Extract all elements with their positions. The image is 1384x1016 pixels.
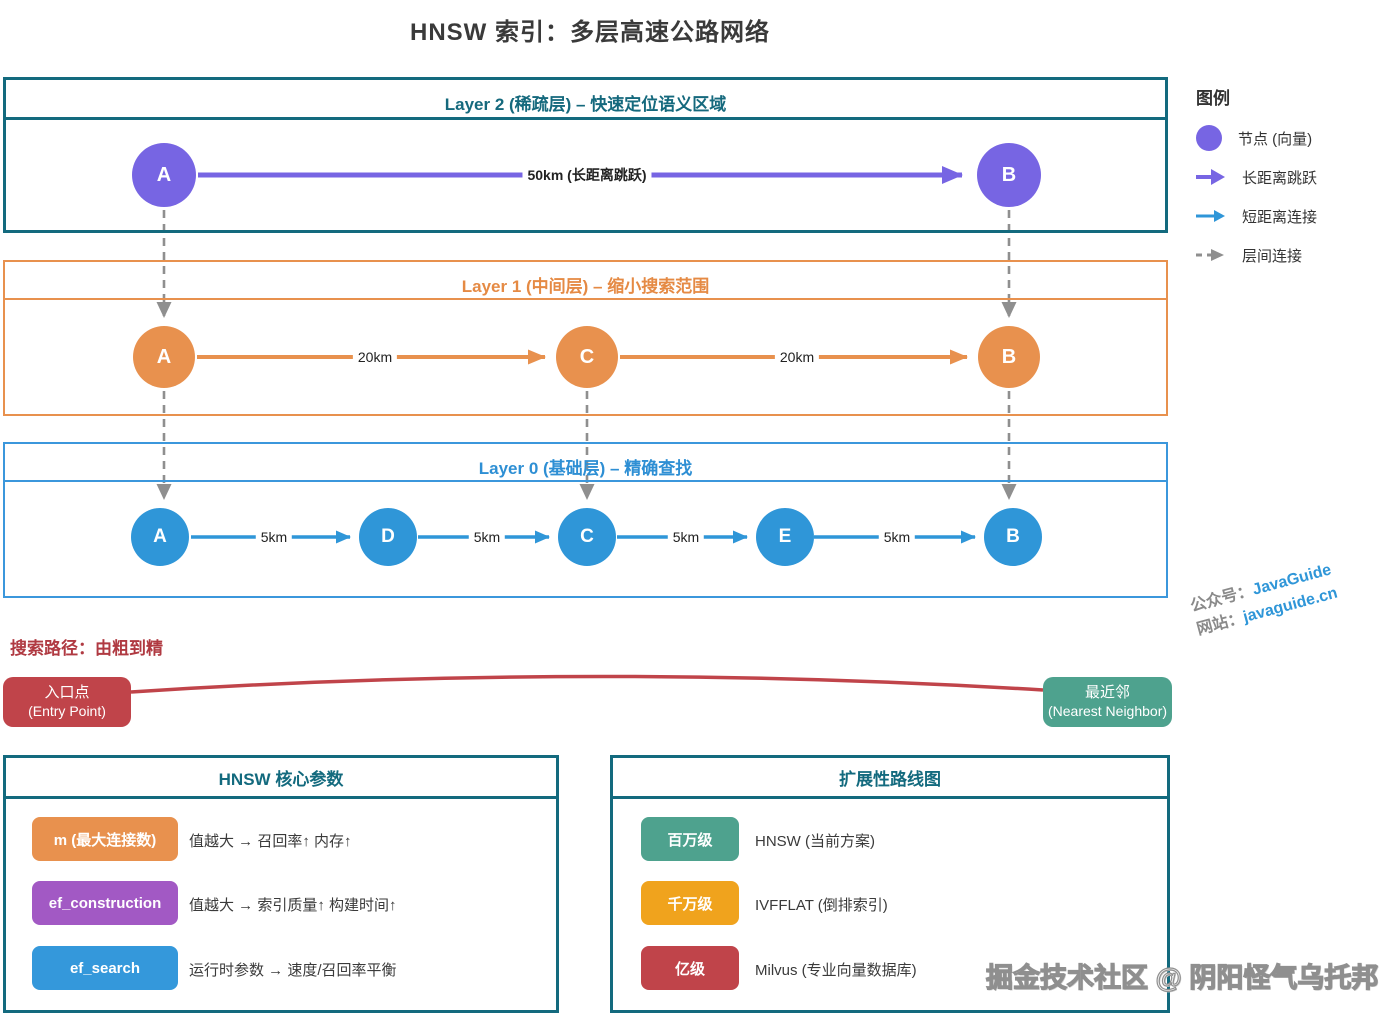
legend-item-label: 层间连接 bbox=[1242, 247, 1303, 265]
page-title: HNSW 索引：多层高速公路网络 bbox=[410, 19, 770, 46]
node-layer1-b: B bbox=[978, 326, 1040, 388]
legend-item-label: 长距离跳跃 bbox=[1242, 169, 1318, 187]
nearest-neighbor-box: 最近邻 (Nearest Neighbor) bbox=[1043, 677, 1172, 727]
params-panel-title: HNSW 核心参数 bbox=[6, 758, 556, 799]
entry-point-label-cn: 入口点 bbox=[44, 683, 90, 701]
node-layer0-c: C bbox=[558, 508, 616, 566]
edge-label-5km-2: 5km bbox=[468, 529, 506, 545]
search-path-title: 搜索路径：由粗到精 bbox=[10, 639, 163, 658]
edge-label-5km-3: 5km bbox=[667, 529, 705, 545]
search-path-curve bbox=[130, 674, 1044, 694]
long-jump-arrow-icon bbox=[1196, 169, 1225, 185]
entry-point-label-en: (Entry Point) bbox=[28, 702, 106, 719]
edge-label-5km-4: 5km bbox=[878, 529, 916, 545]
roadmap-badge-million: 百万级 bbox=[641, 817, 739, 861]
interlayer-dashed-arrow-icon bbox=[1196, 249, 1224, 261]
layer2-title: Layer 2 (稀疏层) – 快速定位语义区域 bbox=[6, 80, 1165, 120]
legend-title: 图例 bbox=[1196, 89, 1230, 108]
param-desc-m: 值越大 → 召回率↑ 内存↑ bbox=[189, 833, 352, 850]
node-dot-icon bbox=[1196, 125, 1222, 151]
layer1-box: Layer 1 (中间层) – 缩小搜索范围 bbox=[3, 260, 1168, 416]
roadmap-panel-title: 扩展性路线图 bbox=[613, 758, 1167, 799]
node-layer1-a: A bbox=[133, 326, 195, 388]
roadmap-desc-ten-million: IVFFLAT (倒排索引) bbox=[755, 897, 888, 914]
param-badge-ef-search: ef_search bbox=[32, 946, 178, 990]
nearest-neighbor-label-en: (Nearest Neighbor) bbox=[1047, 702, 1168, 719]
javaguide-watermark: 公众号：JavaGuide 网站：javaguide.cn bbox=[1188, 558, 1340, 642]
roadmap-badge-hundred-million: 亿级 bbox=[641, 946, 739, 990]
node-layer0-e: E bbox=[756, 508, 814, 566]
node-layer2-b: B bbox=[977, 143, 1041, 207]
legend-item-label: 短距离连接 bbox=[1242, 208, 1318, 226]
param-desc-ef-search: 运行时参数 → 速度/召回率平衡 bbox=[189, 962, 397, 979]
legend-item-label: 节点 (向量) bbox=[1238, 130, 1313, 148]
nearest-neighbor-label-cn: 最近邻 bbox=[1084, 683, 1130, 701]
layer0-box: Layer 0 (基础层) – 精确查找 bbox=[3, 442, 1168, 598]
juejin-watermark: 掘金技术社区 @ 阴阳怪气乌托邦 bbox=[985, 962, 1379, 993]
node-layer2-a: A bbox=[132, 143, 196, 207]
node-layer1-c: C bbox=[556, 326, 618, 388]
params-panel: HNSW 核心参数 m (最大连接数) 值越大 → 召回率↑ 内存↑ ef_co… bbox=[3, 755, 559, 1013]
legend-item-short-link: 短距离连接 bbox=[1196, 202, 1317, 230]
legend-item-node: 节点 (向量) bbox=[1196, 124, 1312, 152]
legend: 图例 节点 (向量) 长距离跳跃 短距离连接 层间连接 bbox=[1196, 84, 1381, 265]
legend-item-long-jump: 长距离跳跃 bbox=[1196, 163, 1317, 191]
edge-label-50km: 50km (长距离跳跃) bbox=[522, 165, 652, 185]
layer2-box: Layer 2 (稀疏层) – 快速定位语义区域 bbox=[3, 77, 1168, 233]
param-badge-m: m (最大连接数) bbox=[32, 817, 178, 861]
node-layer0-b: B bbox=[984, 508, 1042, 566]
roadmap-badge-ten-million: 千万级 bbox=[641, 881, 739, 925]
edge-label-20km-1: 20km bbox=[352, 349, 398, 365]
roadmap-desc-hundred-million: Milvus (专业向量数据库) bbox=[755, 962, 917, 979]
layer0-title: Layer 0 (基础层) – 精确查找 bbox=[5, 444, 1166, 482]
node-layer0-a: A bbox=[131, 508, 189, 566]
param-desc-ef-construction: 值越大 → 索引质量↑ 构建时间↑ bbox=[189, 897, 397, 914]
entry-point-box: 入口点 (Entry Point) bbox=[3, 677, 131, 727]
legend-item-interlayer: 层间连接 bbox=[1196, 241, 1302, 269]
param-badge-ef-construction: ef_construction bbox=[32, 881, 178, 925]
roadmap-desc-million: HNSW (当前方案) bbox=[755, 833, 875, 850]
edge-label-20km-2: 20km bbox=[774, 349, 820, 365]
layer1-title: Layer 1 (中间层) – 缩小搜索范围 bbox=[5, 262, 1166, 300]
roadmap-panel: 扩展性路线图 百万级 HNSW (当前方案) 千万级 IVFFLAT (倒排索引… bbox=[610, 755, 1170, 1013]
node-layer0-d: D bbox=[359, 508, 417, 566]
edge-label-5km-1: 5km bbox=[255, 529, 293, 545]
short-link-arrow-icon bbox=[1196, 210, 1225, 222]
